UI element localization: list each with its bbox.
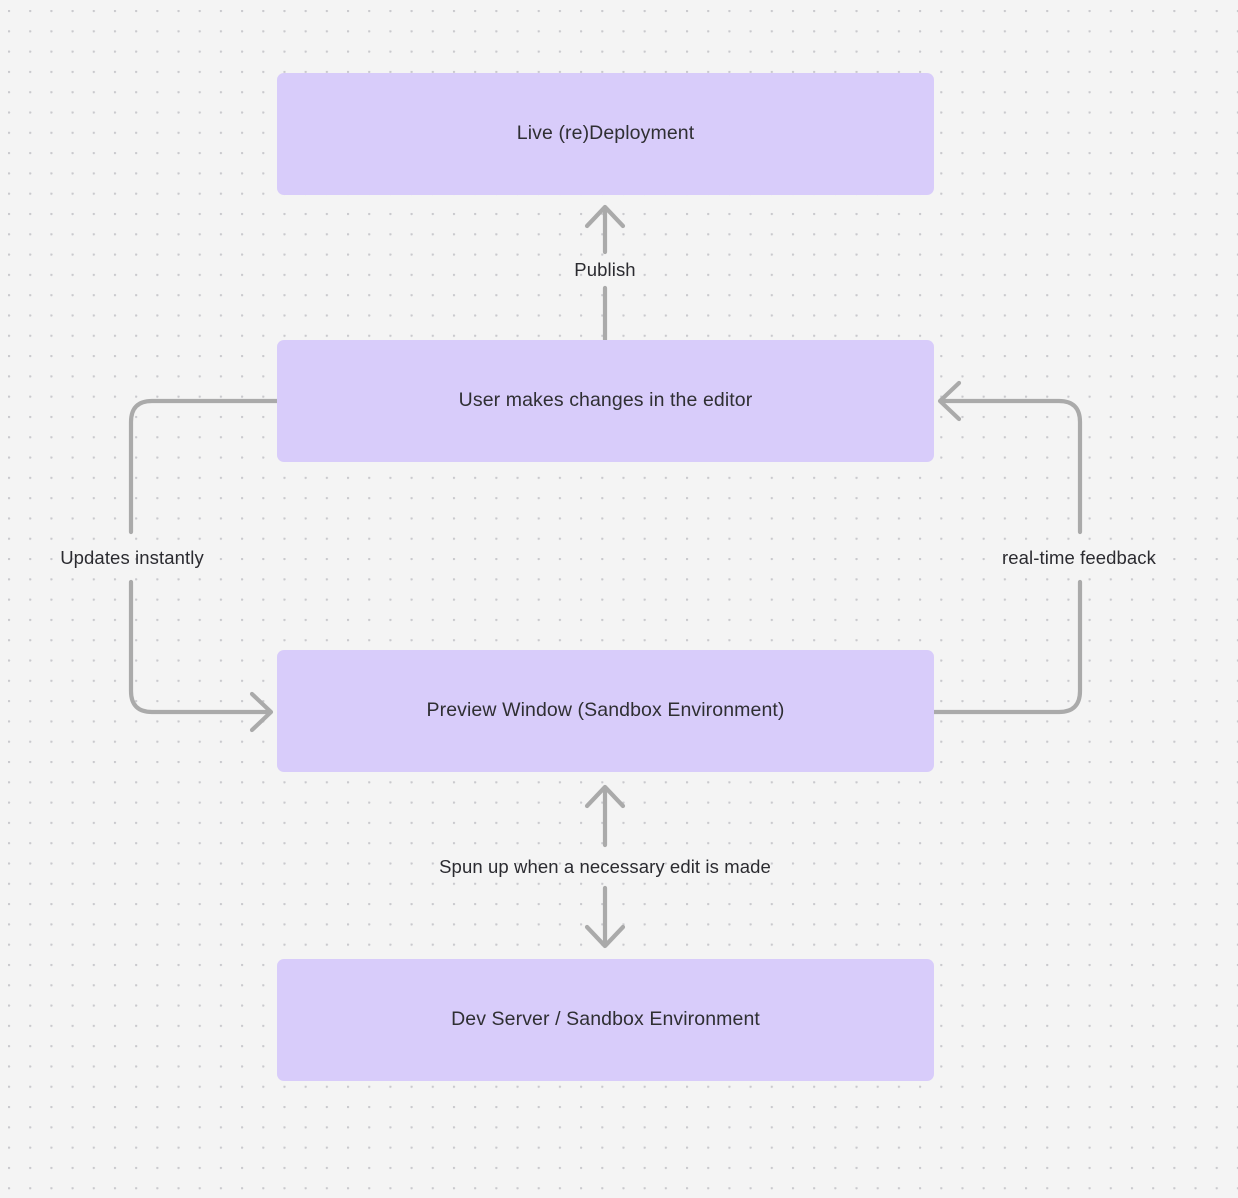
edge-label-publish: Publish bbox=[574, 258, 636, 280]
node-label-dev-server: Dev Server / Sandbox Environment bbox=[451, 1008, 760, 1031]
node-preview-window[interactable]: Preview Window (Sandbox Environment) bbox=[277, 650, 934, 772]
arrowhead-left-feedback bbox=[937, 380, 962, 422]
edge-label-spun-up: Spun up when a necessary edit is made bbox=[439, 855, 771, 877]
node-user-edits[interactable]: User makes changes in the editor bbox=[277, 340, 934, 462]
arrowhead-right-updates bbox=[249, 691, 274, 733]
node-label-preview-window: Preview Window (Sandbox Environment) bbox=[426, 699, 785, 722]
node-label-user-edits: User makes changes in the editor bbox=[458, 389, 753, 412]
node-live-deployment[interactable]: Live (re)Deployment bbox=[277, 73, 934, 195]
edge-label-updates-instantly: Updates instantly bbox=[60, 546, 204, 568]
node-label-live-deployment: Live (re)Deployment bbox=[516, 122, 695, 145]
arrowhead-up-spunup bbox=[584, 784, 626, 809]
edge-label-real-time-feedback: real-time feedback bbox=[1002, 546, 1156, 568]
node-dev-server[interactable]: Dev Server / Sandbox Environment bbox=[277, 959, 934, 1081]
arrowhead-down-spunup bbox=[584, 924, 626, 949]
arrowhead-up-publish bbox=[584, 204, 626, 229]
